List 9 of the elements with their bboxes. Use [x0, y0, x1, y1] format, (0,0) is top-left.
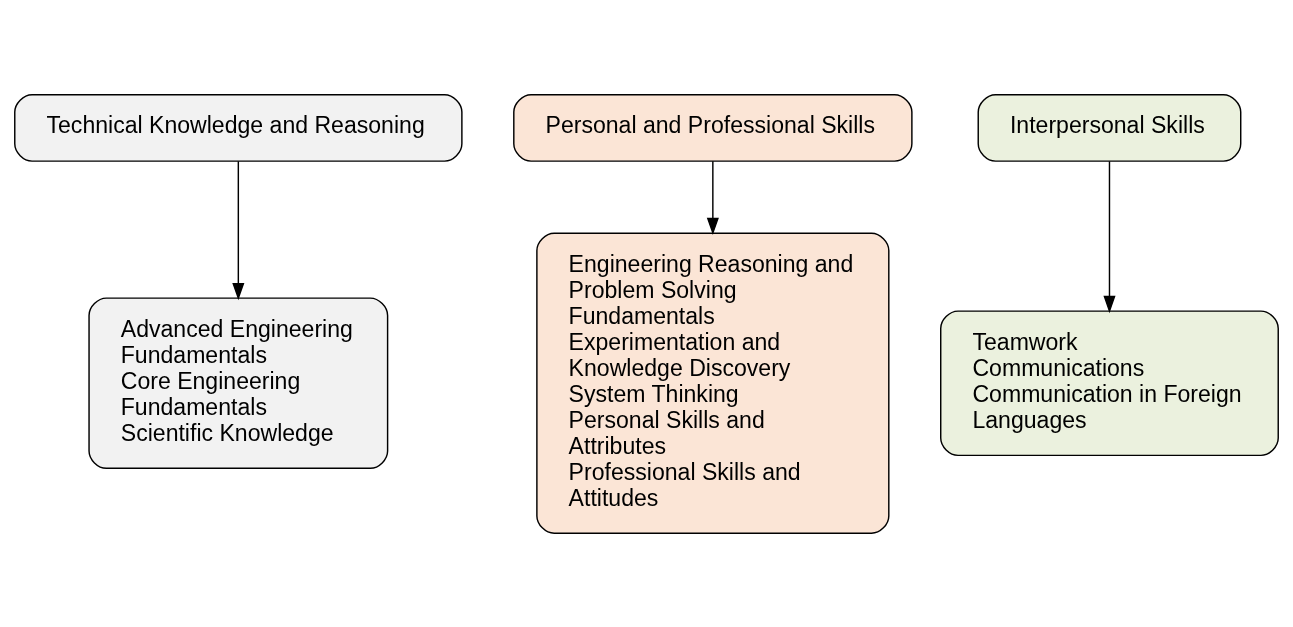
arrow	[232, 160, 245, 300]
node-box: Teamwork Communications Communication in Foreign Languages	[940, 309, 1279, 456]
node-box: Personal and Professional Skills	[513, 93, 913, 162]
node-box: Advanced Engineering Fundamentals Core Engineering Fundamentals Scientific Knowledge	[88, 296, 389, 469]
arrow	[706, 160, 719, 235]
node-box: Technical Knowledge and Reasoning	[14, 93, 463, 162]
arrow	[1103, 160, 1116, 313]
node-box: Interpersonal Skills	[977, 93, 1242, 162]
node-box: Engineering Reasoning and Problem Solving Fundamentals Experimentation and Knowledge Discovery System Thinking Personal Skills and Attributes Professional Skills and Attitudes	[536, 232, 890, 534]
